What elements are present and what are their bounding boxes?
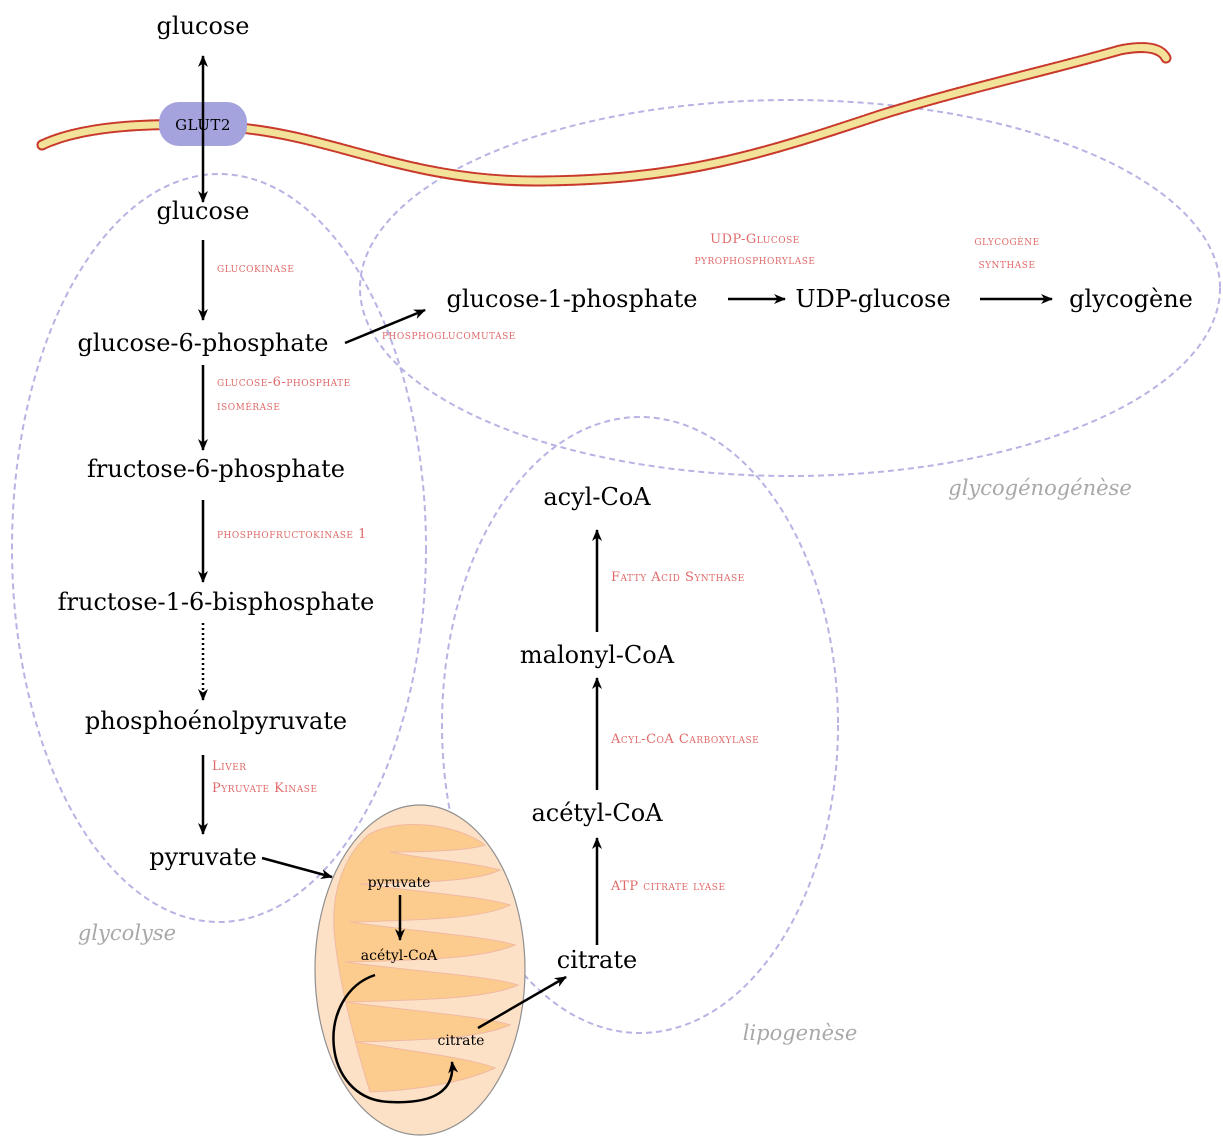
lipogenese-region-outline — [441, 416, 839, 1034]
metabolite-glycogene: glycogène — [1069, 285, 1193, 313]
enzyme-phosphofructokinase-1: phosphofructokinase 1 — [217, 527, 367, 542]
enzyme-g6p-isomerase-line1: glucose-6-phosphate — [217, 375, 351, 390]
enzyme-atp-citrate-lyase: ATP citrate lyase — [610, 879, 726, 894]
enzyme-phosphoglucomutase: phosphoglucomutase — [382, 328, 516, 343]
enzyme-glucokinase: glucokinase — [217, 261, 294, 276]
mito-metabolite-pyruvate: pyruvate — [368, 875, 431, 891]
metabolite-citrate: citrate — [557, 946, 637, 974]
metabolite-glucose-1-phosphate: glucose-1-phosphate — [447, 285, 698, 313]
arrow-pyruvate-to-mitochondrion — [261, 856, 333, 879]
glycolyse-region-outline — [11, 173, 427, 923]
enzyme-fatty-acid-synthase: Fatty Acid Synthase — [611, 570, 745, 585]
metabolite-acyl-coa: acyl-CoA — [543, 483, 651, 511]
metabolite-phosphoenolpyruvate: phosphoénolpyruvate — [85, 707, 347, 735]
region-label-glycogenogenese: glycogénogénèse — [948, 476, 1132, 500]
glycogenogenese-region-outline — [359, 99, 1221, 477]
enzyme-liver-pyruvate-kinase-line1: Liver — [212, 759, 247, 774]
arrow-phosphoglucomutase — [344, 308, 426, 345]
metabolite-fructose-1-6-bisphosphate: fructose-1-6-bisphosphate — [58, 588, 375, 616]
region-label-glycolyse: glycolyse — [78, 921, 176, 945]
enzyme-udp-glucose-pyrophosphorylase-line2: pyrophosphorylase — [694, 253, 815, 268]
mito-metabolite-acetyl-coa: acétyl-CoA — [361, 948, 438, 964]
mito-metabolite-citrate: citrate — [438, 1033, 485, 1049]
metabolite-pyruvate: pyruvate — [149, 843, 257, 871]
mitochondrion-cristae — [333, 824, 520, 1093]
enzyme-glycogene-synthase-line1: glycogène — [974, 234, 1039, 249]
metabolite-udp-glucose: UDP-glucose — [795, 285, 950, 313]
metabolite-malonyl-coa: malonyl-CoA — [520, 641, 675, 669]
metabolite-acetyl-coa: acétyl-CoA — [531, 799, 663, 827]
metabolite-glucose-extracellular: glucose — [157, 12, 250, 40]
region-label-lipogenese: lipogenèse — [743, 1021, 858, 1045]
enzyme-glycogene-synthase-line2: synthase — [978, 257, 1035, 272]
enzyme-udp-glucose-pyrophosphorylase-line1: UDP-Glucose — [710, 232, 800, 247]
arrow-citrate-export — [477, 975, 567, 1030]
metabolite-fructose-6-phosphate: fructose-6-phosphate — [87, 455, 345, 483]
enzyme-g6p-isomerase-line2: isomérase — [217, 399, 280, 414]
enzyme-liver-pyruvate-kinase-line2: Pyruvate Kinase — [212, 781, 318, 796]
enzyme-acyl-coa-carboxylase: Acyl-CoA Carboxylase — [610, 732, 759, 747]
arrow-mito-krebs-cycle — [332, 973, 459, 1104]
mitochondrion — [314, 804, 526, 1136]
metabolite-glucose-6-phosphate: glucose-6-phosphate — [78, 329, 329, 357]
metabolite-glucose-cytosol: glucose — [157, 197, 250, 225]
